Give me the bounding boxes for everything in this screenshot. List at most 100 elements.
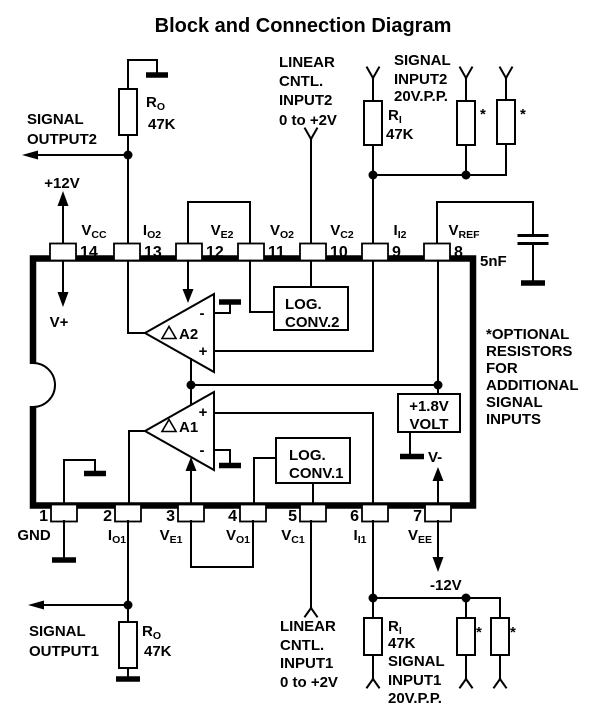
resistor-ro-top (118, 88, 138, 136)
pin-box-3 (177, 503, 205, 523)
wire-a2-output (127, 260, 145, 334)
pin-label-io2: IO2 (143, 222, 161, 241)
log-conv1-box (275, 437, 351, 484)
log-conv2-line2: CONV.2 (285, 314, 339, 331)
note-line3: FOR (486, 360, 518, 377)
signal-input2-line2: INPUT2 (394, 71, 447, 88)
resistor-ri-top (363, 100, 383, 146)
vplus-label: V+ (50, 314, 69, 331)
pin-label-vcc: VCC (81, 222, 107, 241)
pin-label-ii1: II1 (354, 527, 367, 546)
resistor-optional-top-1 (456, 100, 476, 146)
amp-a1-inverting: - (200, 442, 205, 459)
pin-label-vref: VREF (448, 222, 480, 241)
arrow-up-icon (57, 191, 69, 206)
ro-bottom-value: 47K (144, 643, 172, 660)
junction-dot (461, 170, 471, 180)
ref-box-line2: VOLT (410, 416, 449, 433)
pin-box-10 (299, 242, 327, 262)
package-notch-icon (32, 362, 56, 408)
pin-label-gnd: GND (17, 527, 51, 544)
ref-voltage-box (397, 393, 461, 433)
linear2-line4: 0 to +2V (279, 112, 337, 129)
star-top-2: * (520, 106, 526, 123)
linear1-line1: LINEAR (280, 618, 336, 635)
capacitor-icon (517, 234, 549, 245)
signal-output2-line1: SIGNAL (27, 111, 84, 128)
net-signal-output1: SIGNAL OUTPUT1 RO 47K (28, 520, 172, 682)
junction-dot (186, 380, 196, 390)
pin-number-9: 9 (392, 244, 401, 261)
arrow-down-icon (182, 289, 194, 303)
signal-input2-line1: SIGNAL (394, 52, 451, 69)
net-vref-capacitor: 5nF (436, 201, 549, 286)
signal-input1-line1: SIGNAL (388, 653, 445, 670)
pin-number-6: 6 (350, 508, 359, 525)
pins-top: 14 13 12 11 10 9 8 VCC IO2 VE2 VO2 VC2 I… (49, 222, 480, 262)
pin-number-12: 12 (206, 244, 224, 261)
pin-number-10: 10 (330, 244, 348, 261)
ri-bottom-value: 47K (388, 635, 416, 652)
pin-number-14: 14 (80, 244, 98, 261)
wire-a1-output (128, 430, 146, 504)
ri-top-label: RI (388, 107, 402, 126)
net-signal-input2: SIGNAL INPUT2 20V.P.P. RI 47K * * (363, 52, 526, 244)
amp-a2-noninverting: + (199, 343, 208, 360)
amp-a2 (142, 292, 215, 374)
capacitor-value: 5nF (480, 253, 507, 270)
arrow-down-icon (432, 557, 444, 572)
pin-number-1: 1 (39, 508, 48, 525)
ref-box-line1: +1.8V (409, 398, 449, 415)
net-linear-ctl-input2: LINEAR CNTL. INPUT2 0 to +2V (279, 54, 337, 244)
pin-number-3: 3 (166, 508, 175, 525)
log-conv1-line1: LOG. (289, 447, 326, 464)
pin-box-5 (299, 503, 327, 523)
pin-number-5: 5 (288, 508, 297, 525)
pin-box-6 (361, 503, 389, 523)
wire-a1-noninv-ii1 (213, 412, 374, 504)
note-line6: INPUTS (486, 411, 541, 428)
wire-loop-pins12-11 (187, 201, 251, 244)
pin-label-io1: IO1 (108, 527, 126, 546)
plus12v-label: +12V (44, 175, 79, 192)
note-line5: SIGNAL (486, 394, 543, 411)
pin-label-vee: VEE (408, 527, 432, 546)
linear2-line3: INPUT2 (279, 92, 332, 109)
pin-label-vo2: VO2 (270, 222, 294, 241)
pin-label-ii2: II2 (394, 222, 407, 241)
net-vcc-supply: +12V (44, 175, 80, 244)
amp-a1-label: A1 (179, 419, 198, 436)
linear1-line2: CNTL. (280, 637, 324, 654)
wire-a2-inv-ground (213, 304, 231, 314)
pin-number-2: 2 (103, 508, 112, 525)
resistor-optional-top-2 (496, 99, 516, 145)
note-line1: *OPTIONAL (486, 326, 569, 343)
pin-label-ve1: VE1 (160, 527, 183, 546)
wire-log-conv2 (249, 260, 312, 313)
junction-dot (461, 593, 471, 603)
wire-ii1-network (365, 520, 508, 689)
minus12v-label: -12V (430, 577, 462, 594)
wire-vc1-terminal (303, 520, 319, 618)
arrow-down-icon (57, 292, 69, 307)
ic-internals: V+ A2 - + +1.8V VOLT V- A1 + - (50, 260, 461, 504)
pin-number-13: 13 (144, 244, 162, 261)
star-bottom-2: * (510, 624, 516, 641)
net-signal-output2: RO 47K SIGNAL OUTPUT2 (22, 59, 176, 244)
wire-vref (436, 201, 534, 281)
pin-box-13 (113, 242, 141, 262)
resistor-optional-bottom-1 (456, 617, 476, 656)
ro-top-value: 47K (148, 116, 176, 133)
pin-label-vc1: VC1 (281, 527, 305, 546)
net-gnd-bottom (52, 520, 76, 563)
arrow-up-icon (185, 457, 197, 471)
pin-box-1 (50, 503, 78, 523)
signal-output1-line1: SIGNAL (29, 623, 86, 640)
pin-box-2 (114, 503, 142, 523)
amp-a1 (142, 390, 215, 472)
wire-log-conv1 (253, 457, 314, 504)
linear1-line3: INPUT1 (280, 655, 333, 672)
pin-label-vo1: VO1 (226, 527, 250, 546)
log-conv2-line1: LOG. (285, 296, 322, 313)
